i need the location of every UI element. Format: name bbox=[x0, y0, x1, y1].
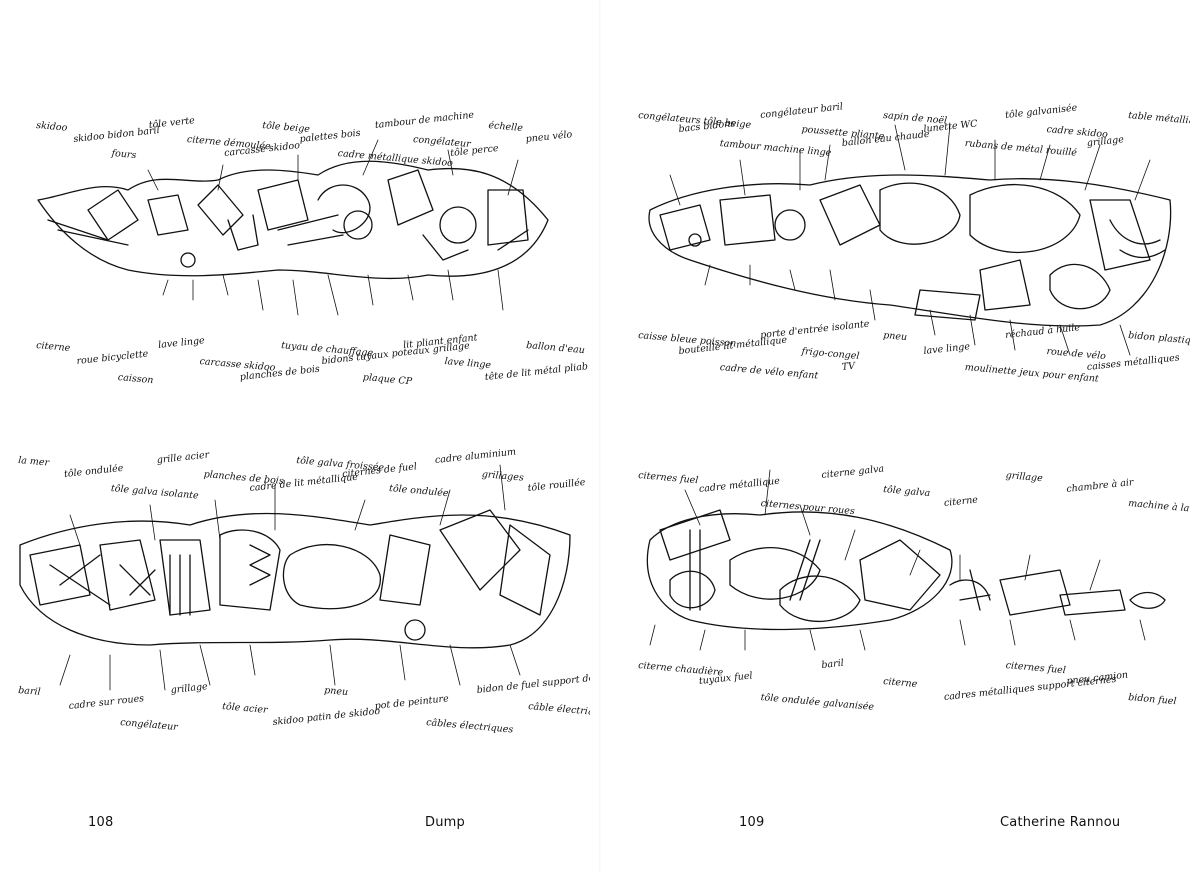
sketch-annotation: congélateur bbox=[413, 134, 473, 150]
sketch-annotation: grillages bbox=[481, 469, 524, 484]
sketch-annotation: pneu vélo bbox=[525, 129, 573, 145]
sketch-annotation: pneu bbox=[324, 685, 349, 698]
sketch-annotation: tôle ondulée bbox=[64, 463, 125, 480]
sketch-annotation: lave linge bbox=[158, 335, 206, 351]
sketch-annotation: la mer bbox=[18, 455, 51, 469]
sketch-annotation: grillage bbox=[1005, 470, 1043, 484]
sketch-annotation: congélateur baril bbox=[760, 101, 844, 121]
sketch-annotation: tête de lit métal pliable bbox=[484, 360, 588, 383]
sketch-annotation: citernes pour roues bbox=[760, 498, 855, 517]
running-title-left: Dump bbox=[425, 815, 465, 830]
spine-gutter bbox=[599, 0, 601, 873]
sketch-annotation: rubans de métal rouillé bbox=[964, 138, 1077, 159]
sketch-annotation: cadre aluminium bbox=[434, 447, 516, 466]
sketch-annotation: grillage bbox=[170, 681, 208, 696]
sketch-annotation: congélateur bbox=[120, 717, 180, 733]
sketch-annotation: lave linge bbox=[444, 356, 492, 371]
sketch-annotation: tôle galva bbox=[883, 484, 931, 499]
sketch-annotation: cadre métallique skidoo bbox=[337, 148, 453, 169]
sketch-annotation: table métallique basse bbox=[1128, 110, 1190, 130]
sketch-annotation: skidoo bidon baril bbox=[73, 125, 160, 145]
sketch-annotation: frigo-congel bbox=[800, 346, 860, 362]
sketch-annotation: tôle perce bbox=[450, 143, 500, 159]
sketch-annotation: câble électrique bbox=[528, 701, 590, 719]
running-title-right: Catherine Rannou bbox=[1000, 815, 1121, 830]
sketch-annotation: grillage bbox=[1086, 134, 1124, 149]
sketch-annotation: tambour machine linge bbox=[719, 138, 832, 159]
sketch-annotation: tôle ondulée bbox=[389, 483, 450, 499]
dump-drawing-top-left: skidoo skidoo bidon baril fours tôle verte c… bbox=[36, 110, 588, 387]
sketch-annotation: citerne galva bbox=[821, 463, 885, 481]
sketch-annotation: tôle acier bbox=[222, 701, 270, 716]
sketch-annotation: citerne bbox=[36, 340, 71, 354]
sketch-annotation: grille acier bbox=[156, 449, 211, 466]
page-number-left: 108 bbox=[88, 815, 114, 830]
sketch-annotation: câbles électriques bbox=[426, 717, 514, 736]
sketch-annotation: cadre métallique bbox=[698, 476, 780, 495]
sketch-annotation: baril bbox=[821, 658, 844, 671]
sketch-annotation: citerne bbox=[883, 676, 918, 690]
sketch-annotation: skidoo bbox=[36, 120, 68, 134]
sketch-annotation: skidoo patin de skidoo bbox=[272, 706, 381, 728]
sketch-annotation: bidon fuel bbox=[1128, 692, 1177, 707]
sketch-annotation: bidon plastique bbox=[1128, 330, 1190, 347]
sketch-annotation: baril bbox=[18, 685, 41, 698]
sketch-annotation: tôle galva isolante bbox=[110, 483, 199, 502]
sketch-annotation: porte d'entrée isolante bbox=[760, 319, 871, 341]
sketch-annotation: pot de peinture bbox=[374, 693, 449, 712]
sketch-annotation: bidon de fuel support de caisse bbox=[476, 669, 590, 696]
dump-drawing-bottom-left: la mer tôle ondulée tôle galva isolante gri… bbox=[18, 447, 590, 736]
sketch-annotation: moulinette jeux pour enfant bbox=[964, 362, 1099, 385]
sketch-annotation: cadre skidoo bbox=[1046, 124, 1108, 140]
sketch-annotation: échelle bbox=[488, 120, 524, 134]
sketch-annotation: citernes fuel bbox=[1005, 660, 1066, 676]
sketch-annotation: ballon d'eau chaude bbox=[526, 340, 588, 359]
sketch-annotation: plaque CP bbox=[362, 372, 413, 387]
sketch-annotation: citerne bbox=[943, 494, 978, 509]
sketch-annotation: caisson bbox=[117, 372, 153, 386]
sketch-annotation: TV bbox=[841, 361, 856, 373]
sketch-annotation: roue bicyclette bbox=[76, 348, 149, 367]
sketch-annotation: roue de vélo bbox=[1046, 346, 1107, 362]
sketch-annotation: pneu bbox=[883, 330, 908, 343]
sketch-annotation: tôle rouillée bbox=[527, 477, 586, 494]
sketch-annotation: tôle galvanisée bbox=[1005, 102, 1078, 121]
sketch-annotation: fours bbox=[110, 148, 137, 161]
sketch-annotation: tôle ondulée galvanisée bbox=[760, 692, 875, 713]
sketch-annotation: citernes fuel bbox=[638, 470, 699, 486]
sketch-annotation: machine à laver bbox=[1128, 498, 1190, 516]
sketch-annotation: cadre de vélo enfant bbox=[719, 362, 818, 382]
page-number-right: 109 bbox=[739, 815, 765, 830]
sketch-annotation: chambre à air bbox=[1066, 477, 1136, 495]
left-page: skidoo skidoo bidon baril fours tôle verte c… bbox=[10, 110, 590, 830]
sketch-annotation: lave linge bbox=[923, 341, 971, 357]
sketch-annotation: cadre sur roues bbox=[68, 693, 145, 712]
sketch-bottom-left: la mer tôle ondulée tôle galva isolante gri… bbox=[10, 445, 590, 745]
sketch-annotation: tôle verte bbox=[148, 115, 195, 131]
sketch-annotation: tôle beige bbox=[262, 120, 311, 135]
sketch-top-left: skidoo skidoo bidon baril fours tôle verte c… bbox=[28, 110, 588, 400]
sketch-annotation: tambour de machine bbox=[374, 110, 475, 131]
